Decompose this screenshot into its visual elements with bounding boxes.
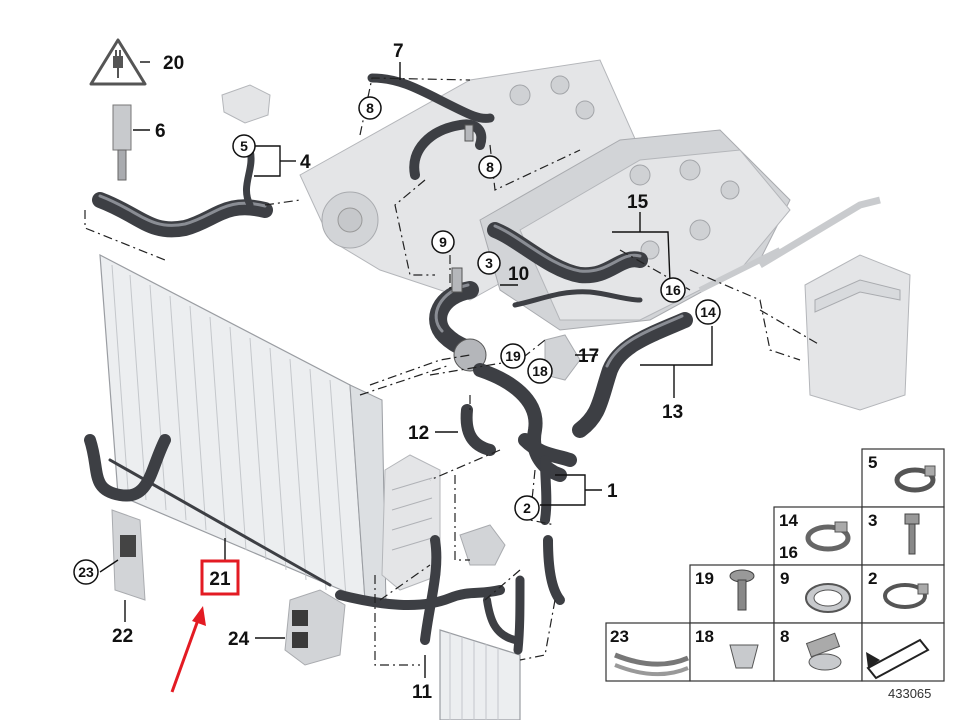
svg-text:5: 5 xyxy=(240,138,248,154)
callout-11: 11 xyxy=(412,682,433,703)
diagram-code: 433065 xyxy=(888,686,931,701)
highlight-21: 21 xyxy=(200,559,240,596)
legend-clip-8 xyxy=(805,632,842,671)
expansion-tank xyxy=(698,196,911,411)
aux-radiator xyxy=(439,629,521,720)
svg-text:23: 23 xyxy=(610,627,629,646)
warning-plug-icon xyxy=(89,38,147,86)
svg-text:16: 16 xyxy=(779,543,798,562)
svg-text:18: 18 xyxy=(695,627,714,646)
legend-direction-arrow xyxy=(866,638,930,680)
svg-text:9: 9 xyxy=(780,569,789,588)
svg-text:14: 14 xyxy=(700,304,716,320)
radiator xyxy=(99,253,387,606)
callout-18: 18 xyxy=(527,358,553,384)
electric-pump xyxy=(459,524,506,566)
callout-22: 22 xyxy=(112,626,133,647)
svg-text:23: 23 xyxy=(78,564,94,580)
legend-strap-23 xyxy=(614,652,689,677)
callout-8a: 8 xyxy=(358,96,382,120)
callout-17: 17 xyxy=(578,346,599,367)
callout-24: 24 xyxy=(228,629,250,650)
callout-12: 12 xyxy=(408,423,429,444)
svg-text:21: 21 xyxy=(209,569,231,590)
circled-callouts: 5 8 8 9 3 16 14 19 18 2 23 xyxy=(73,96,721,585)
svg-text:3: 3 xyxy=(485,255,493,271)
callout-16: 16 xyxy=(660,277,686,303)
callout-15: 15 xyxy=(627,192,649,213)
svg-text:18: 18 xyxy=(532,363,548,379)
callout-8b: 8 xyxy=(478,155,502,179)
svg-text:9: 9 xyxy=(439,234,447,250)
svg-text:19: 19 xyxy=(695,569,714,588)
legend-clamp-5 xyxy=(894,465,936,493)
svg-text:14: 14 xyxy=(779,511,798,530)
callout-1: 1 xyxy=(607,481,618,502)
callout-13: 13 xyxy=(662,402,683,423)
svg-text:3: 3 xyxy=(868,511,877,530)
svg-text:8: 8 xyxy=(486,159,494,175)
leader-lines xyxy=(99,61,713,678)
callout-7: 7 xyxy=(393,41,404,62)
legend-clamp-9 xyxy=(805,583,851,613)
callout-20: 20 xyxy=(163,53,184,74)
callout-19: 19 xyxy=(500,343,526,369)
callout-6: 6 xyxy=(155,121,166,142)
svg-text:16: 16 xyxy=(665,282,681,298)
legend-clip-18 xyxy=(729,644,759,669)
callout-4: 4 xyxy=(300,152,311,173)
callout-14: 14 xyxy=(695,299,721,325)
legend-clamp-14-16 xyxy=(805,521,851,552)
callout-3: 3 xyxy=(477,251,501,275)
legend-grid: 5 14 16 3 19 9 2 23 18 8 xyxy=(605,448,945,682)
svg-text:2: 2 xyxy=(523,500,531,516)
callout-9: 9 xyxy=(431,230,455,254)
callout-23: 23 xyxy=(73,559,99,585)
plain-callouts: 20 6 4 7 10 15 13 17 12 1 22 24 11 xyxy=(112,41,683,703)
oil-cooler xyxy=(381,454,441,591)
svg-text:8: 8 xyxy=(780,627,789,646)
svg-text:2: 2 xyxy=(868,569,877,588)
callout-2: 2 xyxy=(514,495,540,521)
legend-clamp-2 xyxy=(883,583,929,609)
callout-10: 10 xyxy=(508,264,529,285)
engine-block xyxy=(299,59,791,331)
red-pointer-arrow xyxy=(170,606,206,693)
brackets xyxy=(111,334,581,666)
legend-bolt-3 xyxy=(904,513,920,555)
svg-text:5: 5 xyxy=(868,453,877,472)
reservoir-cap xyxy=(221,84,271,124)
svg-text:8: 8 xyxy=(366,100,374,116)
callout-5: 5 xyxy=(232,134,256,158)
hoses xyxy=(84,73,693,655)
svg-text:19: 19 xyxy=(505,348,521,364)
legend-screw-19 xyxy=(729,569,755,611)
